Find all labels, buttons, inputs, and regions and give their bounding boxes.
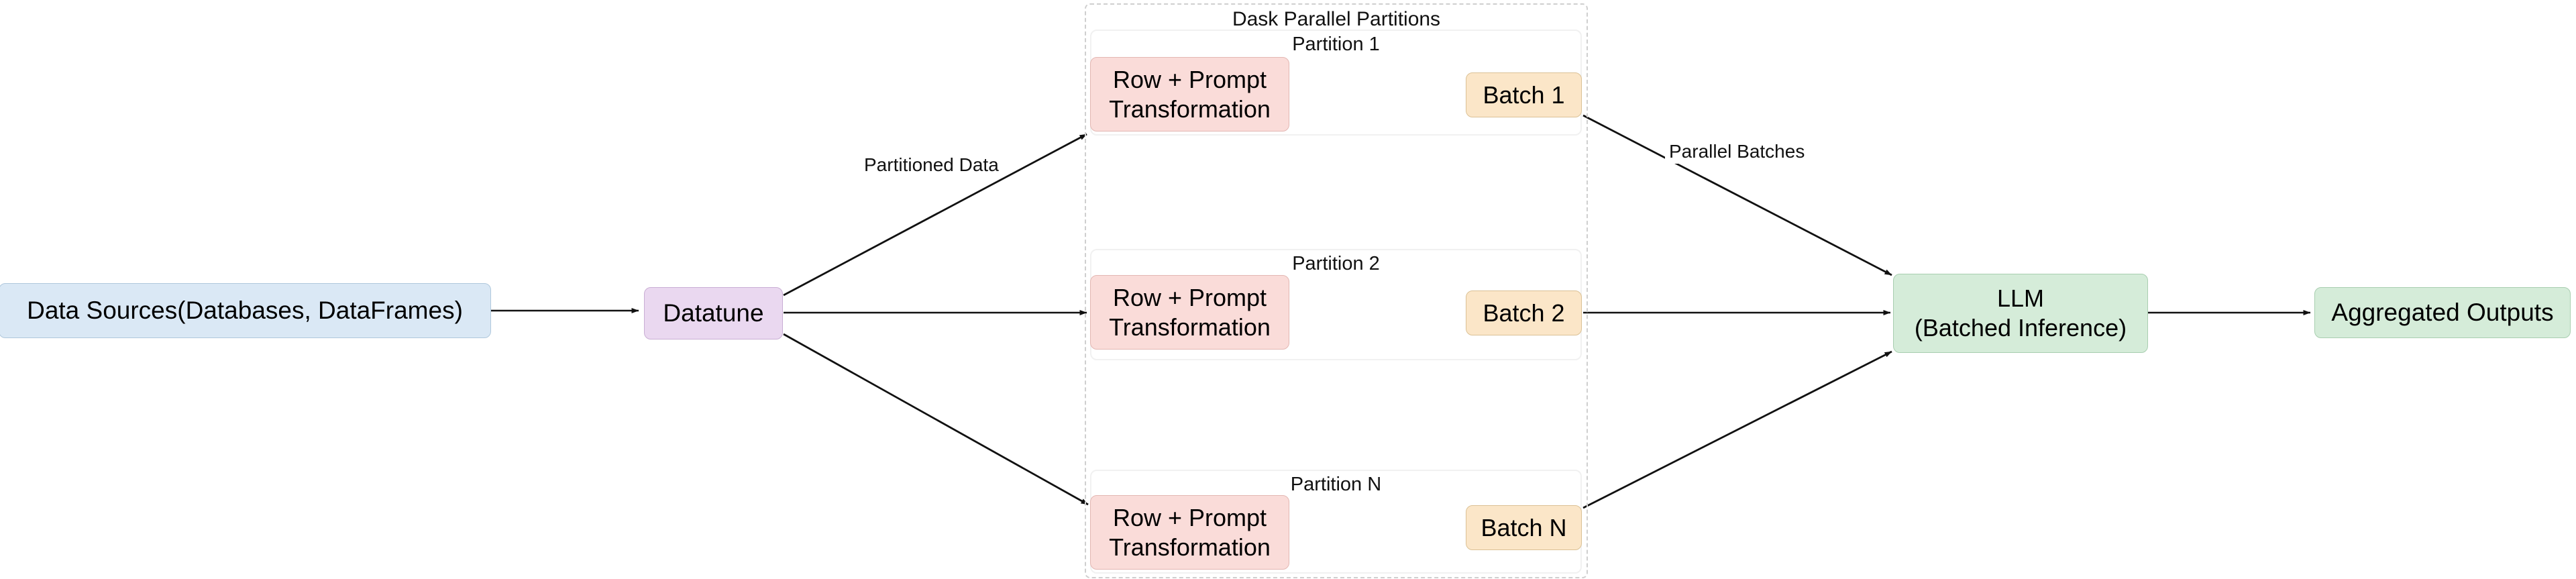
node-transform-1-label: Row + Prompt Transformation <box>1109 65 1271 123</box>
node-data-sources-label: Data Sources(Databases, DataFrames) <box>27 297 463 325</box>
node-transform-2[interactable]: Row + Prompt Transformation <box>1090 275 1289 350</box>
subcluster-partition-1-title: Partition 1 <box>1292 34 1380 55</box>
node-aggregated-outputs-label: Aggregated Outputs <box>2331 299 2554 327</box>
edge-label-partitioned-data: Partitioned Data <box>860 153 1003 177</box>
subcluster-partition-2-title: Partition 2 <box>1292 253 1380 274</box>
node-transform-1[interactable]: Row + Prompt Transformation <box>1090 57 1289 131</box>
edge-batch-n-to-llm <box>1582 350 1892 509</box>
node-batch-2[interactable]: Batch 2 <box>1466 291 1582 335</box>
edge-datatune-to-transform-n <box>783 333 1089 506</box>
node-batch-n-label: Batch N <box>1481 513 1567 541</box>
node-llm[interactable]: LLM (Batched Inference) <box>1893 274 2148 353</box>
node-batch-2-label: Batch 2 <box>1483 299 1565 327</box>
node-datatune-label: Datatune <box>663 299 764 327</box>
node-transform-n-label: Row + Prompt Transformation <box>1109 503 1271 561</box>
cluster-dask-title: Dask Parallel Partitions <box>1232 8 1441 30</box>
node-batch-n[interactable]: Batch N <box>1466 505 1582 550</box>
node-aggregated-outputs[interactable]: Aggregated Outputs <box>2314 287 2571 338</box>
node-datatune[interactable]: Datatune <box>644 287 783 339</box>
node-transform-n[interactable]: Row + Prompt Transformation <box>1090 495 1289 570</box>
node-batch-1-label: Batch 1 <box>1483 81 1565 109</box>
node-data-sources[interactable]: Data Sources(Databases, DataFrames) <box>0 283 491 338</box>
node-llm-label: LLM (Batched Inference) <box>1914 284 2127 341</box>
node-batch-1[interactable]: Batch 1 <box>1466 72 1582 117</box>
node-transform-2-label: Row + Prompt Transformation <box>1109 283 1271 341</box>
subcluster-partition-n-title: Partition N <box>1290 474 1382 495</box>
edge-label-parallel-batches: Parallel Batches <box>1665 140 1809 164</box>
